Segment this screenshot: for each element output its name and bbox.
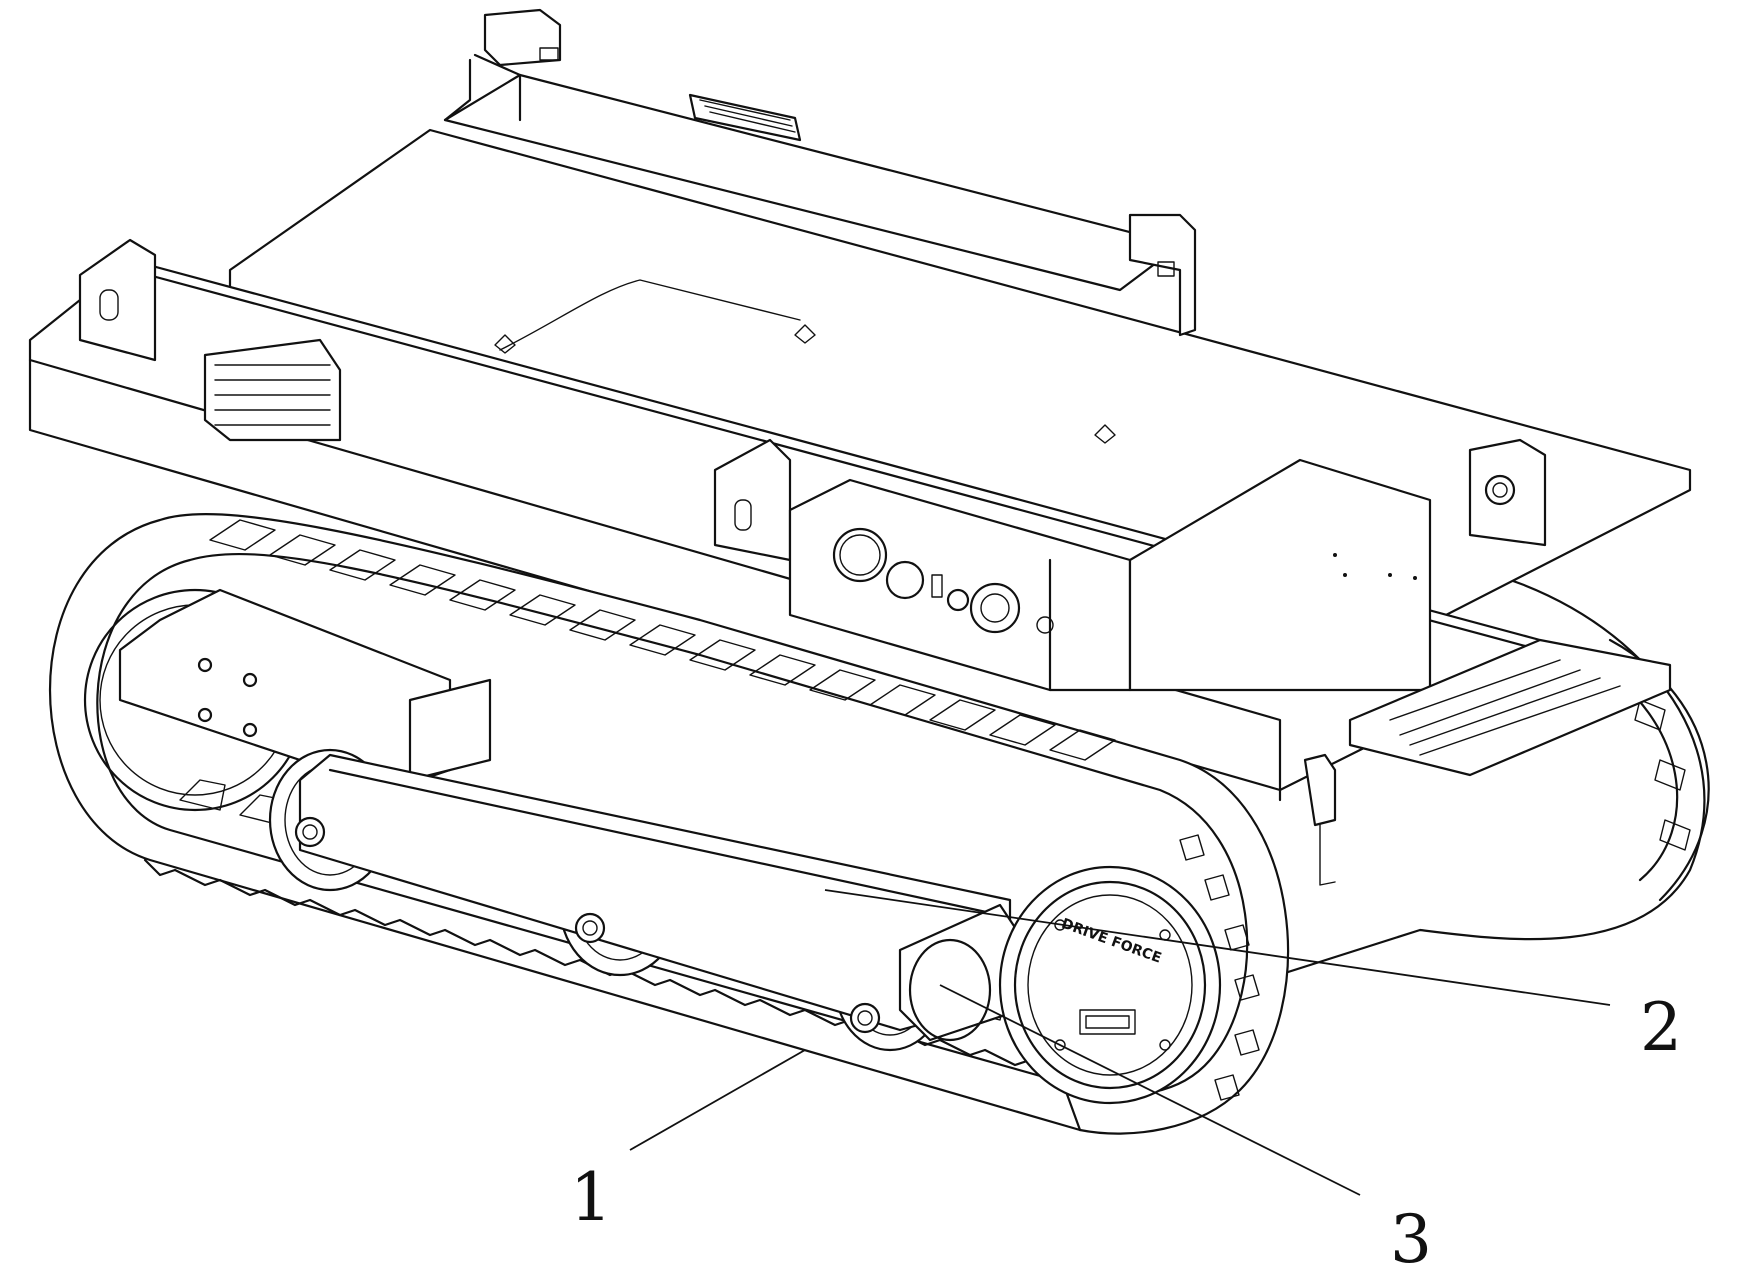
reference-numeral-1: 1	[570, 1159, 612, 1236]
leader-line-1	[629, 1049, 806, 1151]
leader-lines	[629, 889, 1611, 1196]
motor-housing	[118, 588, 492, 792]
leader-line-2	[824, 889, 1611, 1006]
tensioner	[898, 903, 1022, 1042]
reference-numeral-2: 2	[1640, 989, 1682, 1066]
leader-line-3	[939, 984, 1361, 1196]
reference-numeral-3: 3	[1390, 1201, 1432, 1270]
track-frame-beam	[294, 753, 1012, 1034]
control-panel	[788, 458, 1432, 692]
drive-hub: DRIVE FORCE	[998, 865, 1222, 1105]
footplate	[1303, 638, 1672, 886]
